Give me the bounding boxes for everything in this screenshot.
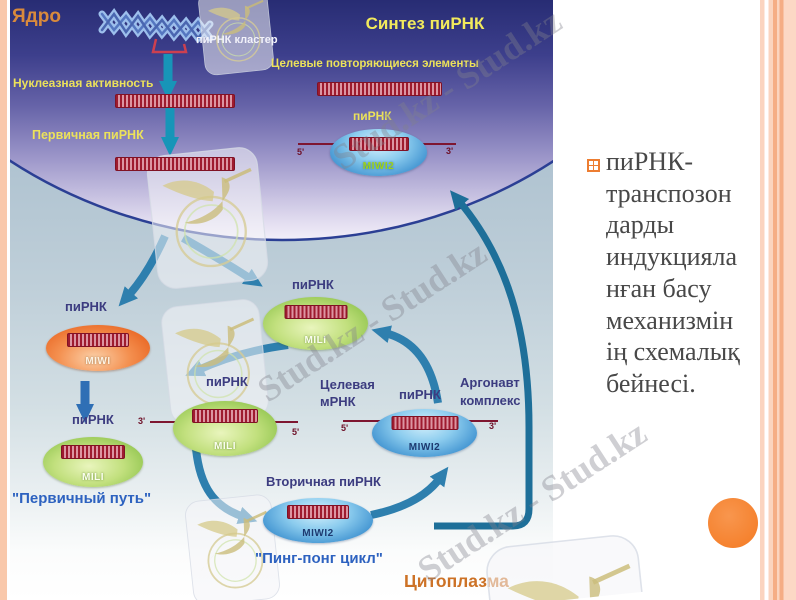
- pirna-label: пиРНК: [65, 299, 107, 314]
- mili-complex: MILI: [43, 437, 143, 487]
- five-prime-label: 5': [297, 147, 305, 157]
- pirna-cluster-label: пиРНК кластер: [196, 34, 278, 46]
- caption-line: индукцияла: [606, 242, 737, 272]
- argonaute-complex-label: Аргонавт комплекс: [460, 374, 520, 410]
- nucleus-region: [10, 0, 553, 242]
- target-elements-label: Целевые повторяющиеся элементы: [271, 58, 479, 70]
- caption-line: дарды: [606, 210, 675, 240]
- arrow-reimport-to-nucleus: [434, 190, 533, 530]
- pirna-label: пиРНК: [353, 109, 392, 123]
- bullet-icon: [587, 159, 600, 172]
- miwi-complex: MIWI: [46, 325, 150, 371]
- miwi2-label: MIWI2: [302, 528, 334, 539]
- mili-complex: MILI: [173, 401, 277, 456]
- primary-pirna-bar: [115, 157, 235, 171]
- arrow-cycle-up: [371, 325, 442, 404]
- pirna-bar: [284, 305, 347, 319]
- secondary-miwi2-complex: MIWI2: [263, 498, 373, 543]
- argonaute-miwi2-complex: MIWI2: [372, 409, 477, 457]
- target-mrna-line2: мРНК: [320, 394, 356, 409]
- mili-label: MILI: [304, 335, 327, 346]
- three-prime-label: 3': [138, 416, 146, 426]
- caption-text: пиРНК- транспозон дарды индукцияла нған …: [606, 146, 771, 400]
- ping-pong-cycle-label: "Пинг-понг цикл": [255, 550, 383, 567]
- transcript-bar: [115, 94, 235, 108]
- five-prime-label: 5': [341, 423, 349, 433]
- miwi2-label: MIWI2: [362, 161, 395, 172]
- mili-label: MILI: [82, 472, 104, 483]
- caption-line: нған басу: [606, 273, 712, 303]
- pirna-label: пиРНК: [399, 387, 441, 402]
- pirna-bar: [61, 445, 125, 459]
- pirna-bar: [391, 416, 458, 430]
- pirna-cluster-bracket: [151, 38, 188, 54]
- target-mrna-label: Целевая мРНК: [320, 376, 375, 410]
- diagram-artwork: [10, 0, 553, 530]
- pirna-label: пиРНК: [72, 412, 114, 427]
- cytoplasm-label: Цитоплазма: [404, 571, 509, 591]
- secondary-pirna-label: Вторичная пиРНК: [266, 474, 381, 489]
- target-elements-bar: [317, 82, 442, 96]
- pirna-bar: [287, 505, 349, 519]
- nucleus-miwi2-complex: MIWI2: [330, 129, 427, 176]
- right-border-stripes: [760, 0, 796, 600]
- pirna-bar: [192, 409, 258, 423]
- caption-line: ің схемалық: [606, 337, 740, 367]
- mili-complex: MILI: [263, 297, 368, 350]
- synthesis-title: Синтез пиРНК: [365, 14, 485, 33]
- argonaute-line2: комплекс: [460, 393, 521, 408]
- pirna-bar: [67, 333, 129, 347]
- primary-path-label: "Первичный путь": [12, 490, 152, 507]
- five-prime-label: 5': [292, 427, 300, 437]
- pirna-label: пиРНК: [206, 374, 248, 389]
- three-prime-label: 3': [489, 421, 497, 431]
- target-mrna-line1: Целевая: [320, 377, 375, 392]
- mili-label: MILI: [214, 441, 236, 452]
- pirna-pathway-diagram: Ядро пиРНК кластер Нуклеазная активность…: [10, 0, 553, 600]
- caption-line: транспозон: [606, 178, 732, 208]
- miwi-label: MIWI: [85, 356, 111, 367]
- primary-pirna-label: Первичная пиРНК: [32, 128, 144, 142]
- caption-line: механизмін: [606, 305, 734, 335]
- argonaute-line1: Аргонавт: [460, 375, 520, 390]
- caption-line: бейнесі.: [606, 368, 696, 398]
- accent-circle: [708, 498, 758, 548]
- nuclease-activity-label: Нуклеазная активность: [13, 76, 154, 90]
- pirna-bar: [348, 137, 409, 151]
- caption-line: пиРНК-: [606, 147, 694, 176]
- left-border-stripe: [0, 0, 7, 600]
- miwi2-label: MIWI2: [408, 442, 441, 453]
- nucleus-label: Ядро: [12, 6, 61, 27]
- arrow-cycle-right: [370, 466, 449, 519]
- dna-helix: [98, 7, 214, 44]
- pirna-label: пиРНК: [292, 277, 334, 292]
- three-prime-label: 3': [446, 146, 454, 156]
